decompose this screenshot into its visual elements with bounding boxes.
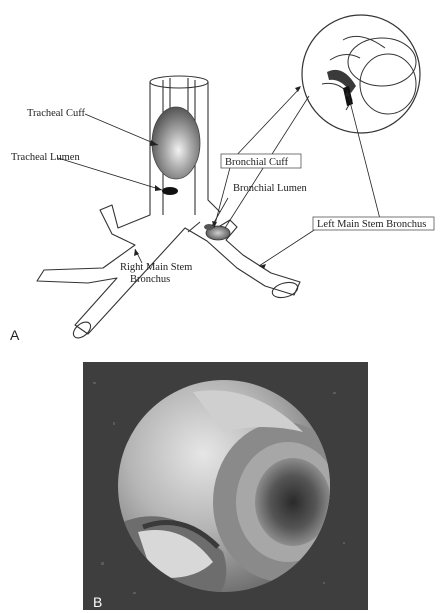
tracheal-cuff xyxy=(152,107,200,179)
tracheal-lumen-label: Tracheal Lumen xyxy=(11,152,80,163)
panel-b-letter: B xyxy=(93,594,102,610)
right-main-stem-label-line2: Bronchus xyxy=(130,274,170,285)
tube-diagram: Tracheal Cuff Tracheal Lumen Bronchial C… xyxy=(0,0,440,345)
bronchial-cuff-label: Bronchial Cuff xyxy=(225,157,289,168)
panel-a-letter: A xyxy=(10,327,20,343)
bronchoscopy-photo xyxy=(83,362,368,610)
right-main-stem-label-line1: Right Main Stem xyxy=(120,262,192,273)
panel-b-letter-box: B xyxy=(83,590,113,613)
magnified-inset xyxy=(302,15,420,133)
left-main-stem-label: Left Main Stem Bronchus xyxy=(317,219,426,230)
bronchoscopy-image xyxy=(83,362,368,610)
bronchial-lumen-label: Bronchial Lumen xyxy=(233,183,308,194)
tracheal-cuff-label: Tracheal Cuff xyxy=(27,108,86,119)
tracheal-lumen xyxy=(162,187,178,195)
